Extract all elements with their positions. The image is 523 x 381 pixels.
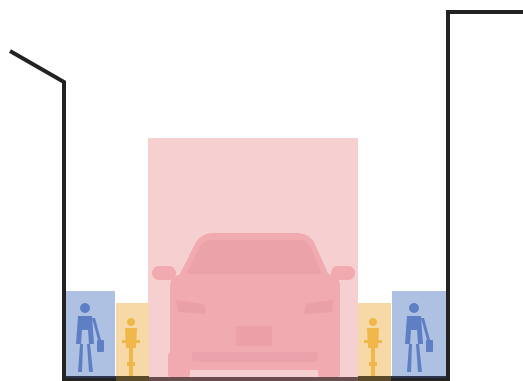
ground-cyclist-left <box>116 376 149 381</box>
ground-vehicle <box>149 377 358 381</box>
building-outline-left <box>9 49 116 381</box>
pedestrian-icon <box>76 303 104 372</box>
ground-cyclist-right <box>358 376 391 381</box>
pedestrian-icon <box>405 303 433 372</box>
cyclist-icon <box>364 318 382 376</box>
building-outline-right <box>391 10 523 381</box>
cyclist-icon <box>122 318 140 376</box>
car-icon <box>152 233 355 378</box>
